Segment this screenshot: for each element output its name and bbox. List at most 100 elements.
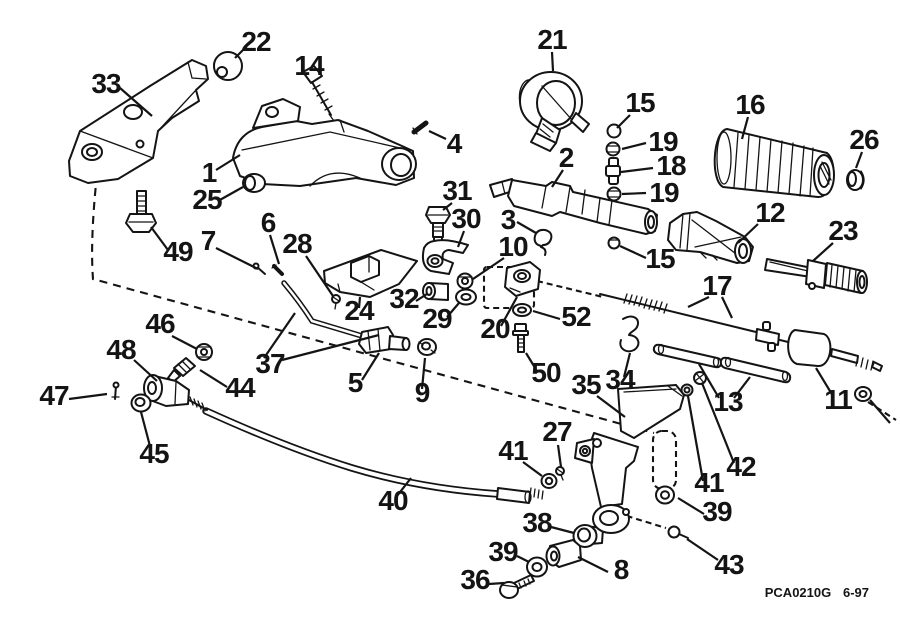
- part-label-40-49: 40: [378, 485, 408, 516]
- part-6-pin: [271, 264, 284, 276]
- leader-line-19: [621, 141, 647, 151]
- part-24-bracket: [323, 249, 418, 298]
- leader-line-40: [396, 477, 412, 497]
- leader-line-12: [737, 223, 759, 244]
- part-12-grip-core: [667, 211, 754, 264]
- part-label-48-33: 48: [106, 334, 136, 365]
- part-33-steering-handle-cover: [68, 59, 209, 184]
- part-34-clip: [619, 315, 640, 353]
- part-label-18-8: 18: [656, 150, 686, 181]
- part-39-washer: [526, 556, 548, 578]
- part-label-4-10: 4: [447, 128, 463, 159]
- part-label-31-14: 31: [442, 175, 472, 206]
- part-2-throttle-shaft: [489, 178, 658, 235]
- part-label-8-53: 8: [614, 554, 629, 585]
- part-label-49-21: 49: [163, 236, 193, 267]
- leader-line-49: [150, 226, 169, 251]
- part-40-steering-link-rod: [188, 396, 544, 504]
- part-41-washer: [680, 383, 694, 397]
- part-47-pin: [111, 381, 120, 400]
- part-20-cable-anchor: [504, 261, 541, 297]
- part-30-retainer: [421, 239, 469, 275]
- part-42-locknut: [693, 371, 707, 385]
- part-23-throttle-gear-shaft: [764, 258, 868, 294]
- part-label-32-26: 32: [389, 283, 419, 314]
- leader-line-17: [687, 296, 710, 308]
- part-label-10-17: 10: [498, 231, 528, 262]
- leader-line-29: [446, 302, 460, 318]
- part-label-33-0: 33: [91, 68, 121, 99]
- part-4-pin: [411, 120, 429, 135]
- part-label-34-41: 34: [605, 364, 636, 395]
- leader-line-50: [525, 352, 538, 372]
- leader-line-33: [119, 87, 153, 117]
- part-label-38-50: 38: [522, 507, 552, 538]
- leader-line-15: [616, 114, 631, 129]
- part-label-29-27: 29: [422, 303, 452, 334]
- part-10-nut: [456, 272, 474, 290]
- leader-line-46: [171, 335, 198, 350]
- part-label-5-38: 5: [348, 367, 363, 398]
- part-label-19-9: 19: [649, 177, 679, 208]
- part-label-45-36: 45: [139, 438, 169, 469]
- part-5-cable-connector: [358, 326, 411, 354]
- part-22-knob: [213, 51, 243, 81]
- leader-line-37: [263, 312, 296, 359]
- leader-line-31: [442, 202, 453, 211]
- leader-line-13: [733, 376, 751, 399]
- part-label-15-4: 15: [625, 87, 655, 118]
- part-label-22-1: 22: [241, 26, 271, 57]
- leader-line-18: [620, 166, 654, 174]
- part-label-37-37: 37: [255, 348, 285, 379]
- leader-line-38: [550, 525, 575, 535]
- part-label-30-15: 30: [451, 203, 481, 234]
- part-label-20-28: 20: [480, 313, 510, 344]
- part-37-cable-link: [281, 280, 365, 339]
- part-46-nut: [195, 343, 213, 361]
- leader-line-43: [686, 538, 719, 561]
- part-label-41-47: 41: [694, 467, 724, 498]
- part-label-23-19: 23: [828, 215, 858, 246]
- leader-line-19: [621, 191, 647, 196]
- part-52-washer: [512, 303, 532, 317]
- leader-line-32: [415, 293, 428, 302]
- part-18-pin: [605, 157, 621, 185]
- part-label-46-32: 46: [145, 308, 175, 339]
- part-13-tubes: [652, 343, 792, 384]
- part-label-52-29: 52: [561, 301, 591, 332]
- part-label-9-39: 9: [415, 377, 430, 408]
- part-label-47-35: 47: [39, 380, 69, 411]
- leader-line-6: [268, 234, 281, 265]
- part-label-16-5: 16: [735, 89, 765, 120]
- figure-code: PCA0210G: [765, 585, 831, 600]
- part-38-bushing: [572, 524, 598, 548]
- part-label-17-31: 17: [702, 270, 732, 301]
- leader-line-36: [488, 581, 505, 586]
- part-label-26-6: 26: [849, 124, 879, 155]
- leader-line-1: [215, 154, 241, 171]
- part-9-washer: [417, 338, 437, 356]
- leader-line-26: [854, 151, 864, 169]
- part-label-41-45: 41: [498, 435, 528, 466]
- part-28-screw: [331, 294, 341, 310]
- leader-line-10: [472, 257, 505, 280]
- part-label-3-16: 3: [501, 204, 516, 235]
- part-29-washer: [455, 288, 477, 306]
- part-1-steering-arm: [232, 98, 417, 187]
- part-label-42-46: 42: [726, 451, 756, 482]
- part-48-cable-end: [143, 374, 190, 407]
- part-44-fitting: [167, 357, 196, 383]
- part-49-bolt: [125, 190, 157, 233]
- part-45-washer: [130, 393, 152, 413]
- leader-line-30: [456, 230, 466, 248]
- part-25-bushing: [242, 173, 266, 193]
- part-35-shift-lever: [574, 384, 685, 545]
- part-19-nut: [606, 186, 622, 202]
- part-label-35-40: 35: [571, 369, 601, 400]
- leader-line-47: [68, 392, 108, 401]
- part-3-clip: [533, 228, 553, 256]
- part-label-43-54: 43: [714, 549, 744, 580]
- part-label-7-22: 7: [201, 225, 216, 256]
- leader-line-25: [217, 186, 244, 202]
- part-11-cable-knob: [787, 329, 883, 372]
